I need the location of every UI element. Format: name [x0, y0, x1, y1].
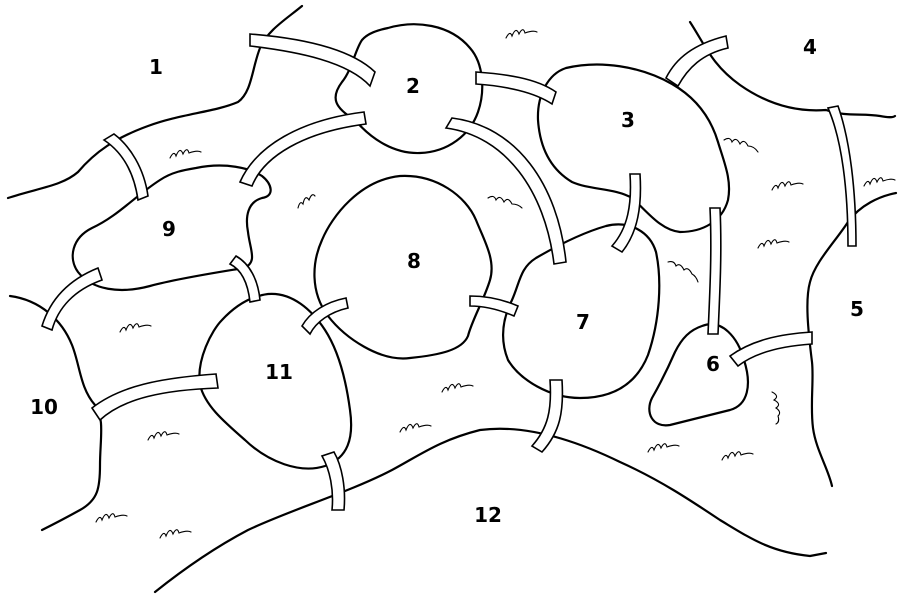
- grass-icon: [667, 260, 699, 283]
- grass-icon: [863, 177, 896, 187]
- bridge-9-11: [228, 254, 261, 303]
- grass-icon: [119, 323, 152, 333]
- bridge-2-9: [238, 111, 367, 187]
- bridge-2-7: [444, 117, 567, 265]
- bridge-3-7: [610, 173, 642, 254]
- grass-icon: [487, 195, 523, 209]
- bridge-7-12: [530, 379, 564, 454]
- island-8: [313, 174, 493, 360]
- grass-icon: [771, 391, 781, 425]
- grass-icon: [723, 137, 759, 153]
- bridge-6-5: [728, 331, 813, 368]
- grass-icon: [441, 383, 474, 393]
- region-label-5: 5: [850, 297, 864, 321]
- bridge-1-9: [102, 133, 149, 202]
- region-label-1: 1: [149, 55, 163, 79]
- bridge-1-2: [249, 33, 376, 88]
- region-label-7: 7: [576, 310, 590, 334]
- region-label-8: 8: [407, 249, 421, 273]
- island-9: [71, 164, 272, 292]
- bridge-4-5: [826, 105, 857, 247]
- island-2: [334, 23, 484, 155]
- grass-icon: [771, 181, 804, 191]
- island-6: [648, 323, 750, 427]
- shore-12: [153, 427, 828, 594]
- grass-icon: [721, 451, 754, 461]
- grass-icon: [505, 29, 538, 39]
- grass-icon: [147, 431, 180, 441]
- grass-icon: [647, 443, 680, 453]
- island-3: [536, 63, 731, 234]
- region-label-2: 2: [406, 74, 420, 98]
- bridge-11-12: [320, 451, 346, 511]
- region-label-9: 9: [162, 217, 176, 241]
- grass-icon: [399, 423, 432, 433]
- region-label-12: 12: [474, 503, 502, 527]
- island-11: [198, 292, 353, 470]
- bridge-3-6: [707, 207, 722, 335]
- grass-icon: [95, 513, 128, 523]
- region-labels: 1 2 3 4 5 6 7 8 9 10 11 12: [30, 35, 864, 527]
- shore-4: [688, 20, 897, 119]
- grass-tufts: [95, 29, 896, 539]
- grass-icon: [169, 149, 202, 159]
- grass-icon: [297, 194, 316, 209]
- bridge-10-11: [90, 373, 219, 422]
- region-label-6: 6: [706, 352, 720, 376]
- bridge-2-3: [475, 71, 557, 106]
- region-label-4: 4: [803, 35, 817, 59]
- region-label-10: 10: [30, 395, 58, 419]
- grass-icon: [757, 239, 790, 249]
- islands: [71, 23, 750, 470]
- region-label-11: 11: [265, 360, 293, 384]
- bridge-9-10: [41, 266, 104, 332]
- grass-icon: [159, 529, 192, 539]
- bridge-8-7: [469, 295, 520, 318]
- bridge-11-8: [301, 297, 349, 336]
- region-label-3: 3: [621, 108, 635, 132]
- bridges: [41, 33, 857, 511]
- bridge-3-4: [664, 35, 729, 88]
